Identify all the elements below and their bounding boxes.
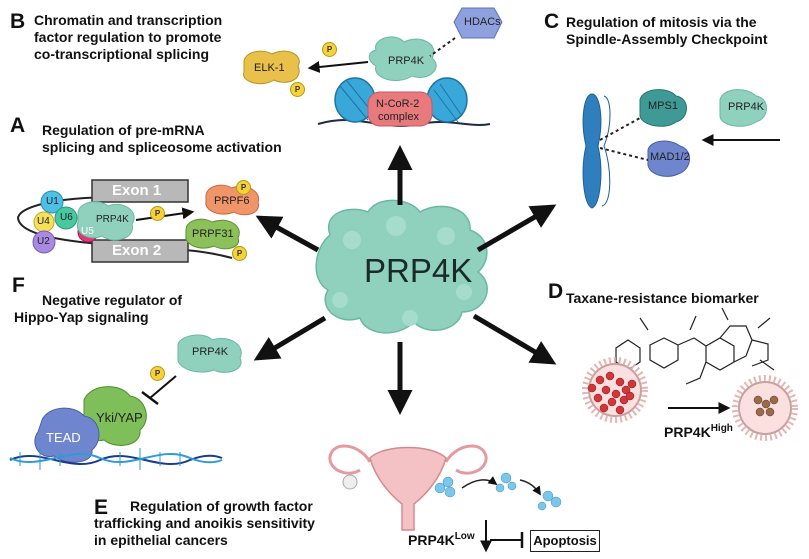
- u5-label: U5: [81, 226, 94, 237]
- panel-B-title-line1: Chromatin and transcription: [34, 12, 223, 28]
- panel-E-title-line2: trafficking and anoikis sensitivity: [94, 515, 315, 531]
- prp4k-high-label: PRP4KHigh: [664, 423, 733, 440]
- phospho-b2: P: [290, 82, 305, 97]
- center-prp4k-label: PRP4K: [364, 252, 473, 289]
- phospho-a3: P: [232, 246, 247, 261]
- complex-label: complex: [378, 111, 419, 123]
- panel-A-title-line2: splicing and spliceosome activation: [42, 139, 282, 155]
- prp4k-chromatin-label: PRP4K: [388, 55, 425, 67]
- panel-E-letter: E: [94, 496, 109, 519]
- panel-D-letter: D: [548, 280, 564, 303]
- mps1-label: MPS1: [648, 100, 678, 112]
- taxane-diagram: [582, 307, 798, 441]
- prpf6-label: PRPF6: [214, 195, 250, 207]
- panel-B-title-line2: factor regulation to promote: [34, 29, 222, 45]
- prp4k-central-protein-icon: [315, 199, 488, 334]
- panel-C-title-line2: Spindle-Assembly Checkpoint: [566, 31, 768, 47]
- panel-E-title-line1: Regulation of growth factor: [130, 498, 313, 514]
- ncor2-label: N-CoR-2: [376, 98, 420, 110]
- prp4k-mitosis-label: PRP4K: [728, 101, 765, 113]
- hippo-yap-diagram: [9, 334, 242, 470]
- panel-A-title-line1: Regulation of pre-mRNA: [42, 122, 205, 138]
- panel-A-letter: A: [10, 114, 26, 137]
- panel-B-letter: B: [10, 10, 26, 33]
- hdacs-label: HDACs: [464, 16, 501, 28]
- prp4k-splicing-label: PRP4K: [96, 214, 129, 225]
- u1-label: U1: [46, 196, 59, 207]
- exon2-label: Exon 2: [112, 242, 162, 259]
- panel-B-title-line3: co-transcriptional splicing: [34, 46, 210, 62]
- u2-label: U2: [37, 236, 50, 247]
- prpf31-label: PRPF31: [192, 228, 234, 240]
- apoptosis-box: Apoptosis: [530, 530, 600, 552]
- prp4k-hippo-label: PRP4K: [192, 346, 229, 358]
- panel-C-letter: C: [544, 10, 560, 33]
- arrow-to-C: [476, 204, 557, 253]
- panel-F-letter: F: [12, 274, 25, 297]
- main-arrows: [253, 145, 557, 415]
- tead-label: TEAD: [46, 430, 81, 445]
- arrow-to-D: [472, 313, 557, 365]
- chromosome-diagram: [582, 89, 780, 209]
- panel-D-title-line1: Taxane-resistance biomarker: [566, 290, 759, 306]
- u6-label: U6: [60, 212, 73, 223]
- panel-C-title-line1: Regulation of mitosis via the: [566, 14, 757, 30]
- panel-E-title-line3: in epithelial cancers: [94, 532, 228, 548]
- phospho-f1: P: [150, 366, 165, 381]
- exon1-label: Exon 1: [112, 182, 162, 199]
- arrow-to-A: [255, 215, 320, 253]
- u4-label: U4: [37, 216, 50, 227]
- panel-F-title-line1: Negative regulator of: [42, 292, 183, 308]
- panel-F-title-line2: Hippo-Yap signaling: [14, 309, 149, 325]
- yki-yap-label: Yki/YAP: [96, 410, 143, 425]
- mad12-label: MAD1/2: [650, 151, 690, 163]
- phospho-a2: P: [150, 206, 165, 221]
- phospho-b1: P: [322, 42, 337, 57]
- prp4k-low-label: PRP4KLow: [408, 531, 475, 548]
- phospho-a1: P: [236, 180, 251, 195]
- arrow-to-F: [253, 315, 327, 361]
- elk1-label: ELK-1: [254, 62, 285, 74]
- chromatin-diagram: [243, 7, 503, 127]
- uterus-diagram: [328, 444, 562, 553]
